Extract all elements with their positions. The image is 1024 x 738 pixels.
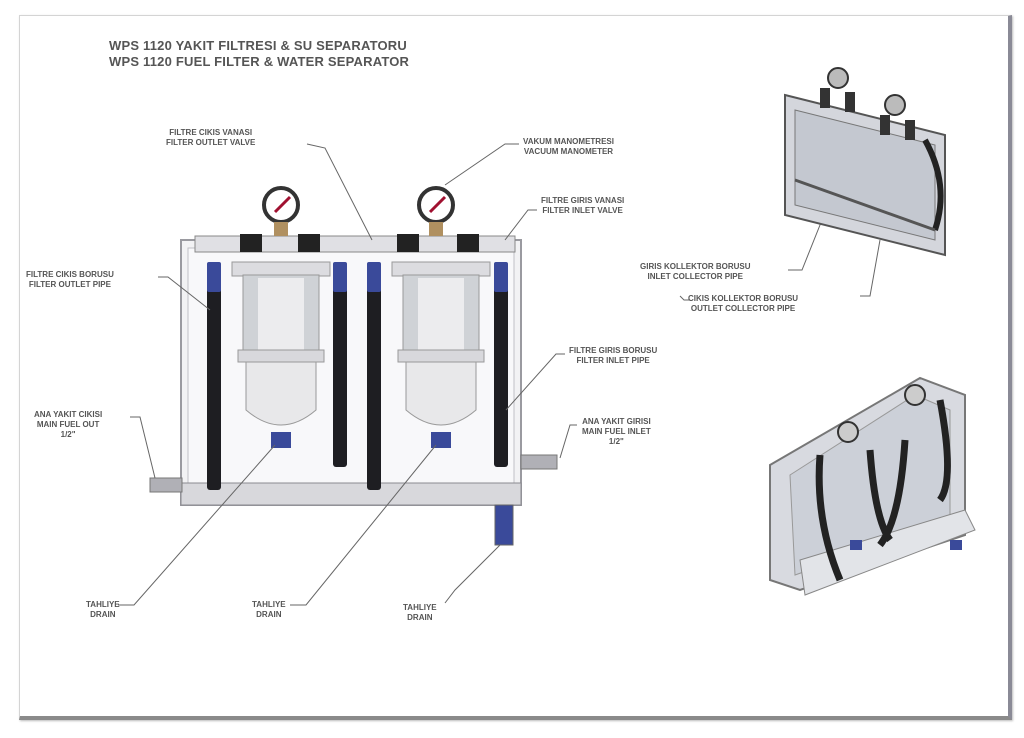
label-size: 1/2" xyxy=(60,430,76,439)
callout-drain-1: TAHLIYE DRAIN xyxy=(86,600,120,620)
label-tr: TAHLIYE xyxy=(252,600,286,609)
callout-inlet-valve: FILTRE GIRIS VANASI FILTER INLET VALVE xyxy=(541,196,624,216)
callout-main-fuel-inlet: ANA YAKIT GIRISI MAIN FUEL INLET 1/2" xyxy=(582,417,651,447)
label-tr: ANA YAKIT CIKISI xyxy=(34,410,103,419)
callout-drain-3: TAHLIYE DRAIN xyxy=(403,603,437,623)
label-en: DRAIN xyxy=(407,613,433,622)
leader-lines xyxy=(118,143,881,606)
label-tr: FILTRE GIRIS VANASI xyxy=(541,196,625,205)
label-en: OUTLET COLLECTOR PIPE xyxy=(690,304,796,313)
label-en: FILTER OUTLET VALVE xyxy=(166,138,256,147)
hoses xyxy=(207,262,508,490)
callout-drain-2: TAHLIYE DRAIN xyxy=(252,600,286,620)
callout-outlet-collector: CIKIS KOLLEKTOR BORUSU OUTLET COLLECTOR … xyxy=(688,294,798,314)
label-en: FILTER INLET PIPE xyxy=(576,356,650,365)
label-en: FILTER OUTLET PIPE xyxy=(28,280,111,289)
label-tr: VAKUM MANOMETRESI xyxy=(523,137,614,146)
label-tr: FILTRE CIKIS VANASI xyxy=(169,128,253,137)
label-en: FILTER INLET VALVE xyxy=(542,206,623,215)
label-en: INLET COLLECTOR PIPE xyxy=(647,272,743,281)
filter-unit-2 xyxy=(391,186,491,448)
callout-outlet-pipe: FILTRE CIKIS BORUSU FILTER OUTLET PIPE xyxy=(26,270,114,290)
label-tr: FILTRE CIKIS BORUSU xyxy=(26,270,114,279)
label-en: MAIN FUEL OUT xyxy=(36,420,100,429)
label-tr: TAHLIYE xyxy=(403,603,437,612)
label-en: DRAIN xyxy=(256,610,282,619)
label-en: VACUUM MANOMETER xyxy=(523,147,614,156)
title-turkish: WPS 1120 YAKIT FILTRESI & SU SEPARATORU xyxy=(109,38,407,53)
label-en: DRAIN xyxy=(90,610,116,619)
callout-main-fuel-out: ANA YAKIT CIKISI MAIN FUEL OUT 1/2" xyxy=(34,410,102,440)
label-tr: TAHLIYE xyxy=(86,600,120,609)
callout-vacuum-gauge: VAKUM MANOMETRESI VACUUM MANOMETER xyxy=(523,137,614,157)
callout-inlet-collector: GIRIS KOLLEKTOR BORUSU INLET COLLECTOR P… xyxy=(640,262,751,282)
callout-inlet-pipe: FILTRE GIRIS BORUSU FILTER INLET PIPE xyxy=(569,346,657,366)
label-tr: GIRIS KOLLEKTOR BORUSU xyxy=(640,262,751,271)
drawing-title: WPS 1120 YAKIT FILTRESI & SU SEPARATORU … xyxy=(109,38,409,70)
label-size: 1/2" xyxy=(608,437,624,446)
label-tr: CIKIS KOLLEKTOR BORUSU xyxy=(688,294,799,303)
label-en: MAIN FUEL INLET xyxy=(582,427,651,436)
title-english: WPS 1120 FUEL FILTER & WATER SEPARATOR xyxy=(109,54,410,69)
filter-unit-1 xyxy=(231,186,331,448)
label-tr: FILTRE GIRIS BORUSU xyxy=(569,346,658,355)
callout-outlet-valve: FILTRE CIKIS VANASI FILTER OUTLET VALVE xyxy=(166,128,255,148)
label-tr: ANA YAKIT GIRISI xyxy=(582,417,651,426)
